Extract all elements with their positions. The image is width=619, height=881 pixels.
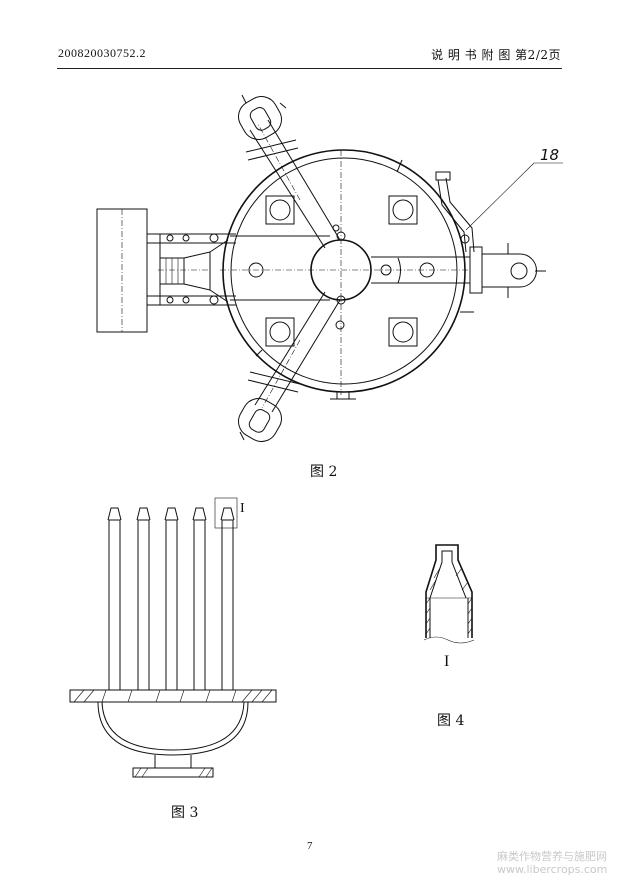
fig2-fitting-right: [419, 262, 435, 278]
fig2-main-ring-inner: [230, 157, 458, 385]
figure-2-caption: 图 2: [310, 464, 338, 480]
fig2-port-br: [388, 317, 418, 347]
fig2-drive-motor: [96, 208, 148, 333]
fig2-main-ring-outer: [222, 149, 466, 393]
fig4-break-line: [423, 636, 475, 644]
fig2-hub-top-fitting: [336, 231, 346, 241]
fig4-detail-label: I: [444, 653, 449, 670]
fig4-hatch-left: [425, 567, 441, 635]
fig2-arm-lower-left: [238, 291, 341, 442]
figure-3-caption: 图 3: [171, 805, 199, 821]
fig3-tube-5: [220, 507, 235, 691]
patent-number: 200820030752.2: [58, 46, 146, 60]
fig3-detail-box: [214, 497, 238, 529]
page-header-title: 说 明 书 附 图 第2/2页: [431, 48, 561, 62]
fig3-outlet-hatch: [134, 767, 213, 778]
fig3-tube-4: [192, 507, 207, 691]
figure-4-caption: 图 4: [437, 713, 465, 729]
fig2-lower-fitting: [335, 320, 345, 330]
fig3-tube-2: [136, 507, 151, 691]
fig3-flange-plate: [69, 689, 277, 703]
fig2-port-bl: [265, 317, 295, 347]
fig2-arm-upper-left: [238, 94, 341, 249]
fig4-nozzle-outer: [425, 544, 473, 638]
fig4-hatch-right: [455, 567, 473, 635]
fig3-tube-1: [107, 507, 122, 691]
figure-3-drawing: I: [69, 497, 277, 778]
page-number: 7: [307, 840, 313, 852]
fig3-outlet-flange: [132, 767, 214, 778]
figure-2-drawing: 18: [96, 94, 563, 442]
fig3-dome-inner: [101, 701, 245, 751]
fig3-dome-outer: [97, 701, 249, 756]
figure-4-drawing: I: [423, 544, 475, 670]
fig3-tube-3: [164, 507, 179, 691]
fig2-bottom-outlet: [330, 392, 356, 400]
callout-18-label: 18: [540, 146, 559, 164]
fig3-flange-hatch: [73, 689, 273, 703]
fig2-hub-bottom-fitting: [336, 295, 346, 305]
fig2-drive-frame: [147, 233, 330, 306]
fig3-detail-label: I: [240, 501, 245, 516]
fig2-side-pipe: [435, 171, 475, 313]
header-rule: [57, 68, 562, 69]
watermark-line-2: www.libercrops.com: [497, 863, 608, 876]
watermark-line-1: 麻类作物营养与施肥网: [497, 850, 607, 863]
fig2-port-tr: [388, 195, 418, 225]
fig2-upper-fitting: [332, 224, 340, 232]
fig2-fitting-mid: [380, 264, 392, 276]
fig2-fitting-left: [248, 262, 264, 278]
fig2-top-nozzle: [396, 159, 403, 173]
fig2-bracket: [397, 257, 401, 284]
fig2-arm-right: [371, 243, 546, 298]
fig2-port-tl: [265, 195, 295, 225]
callout-18-leader: [465, 162, 563, 231]
